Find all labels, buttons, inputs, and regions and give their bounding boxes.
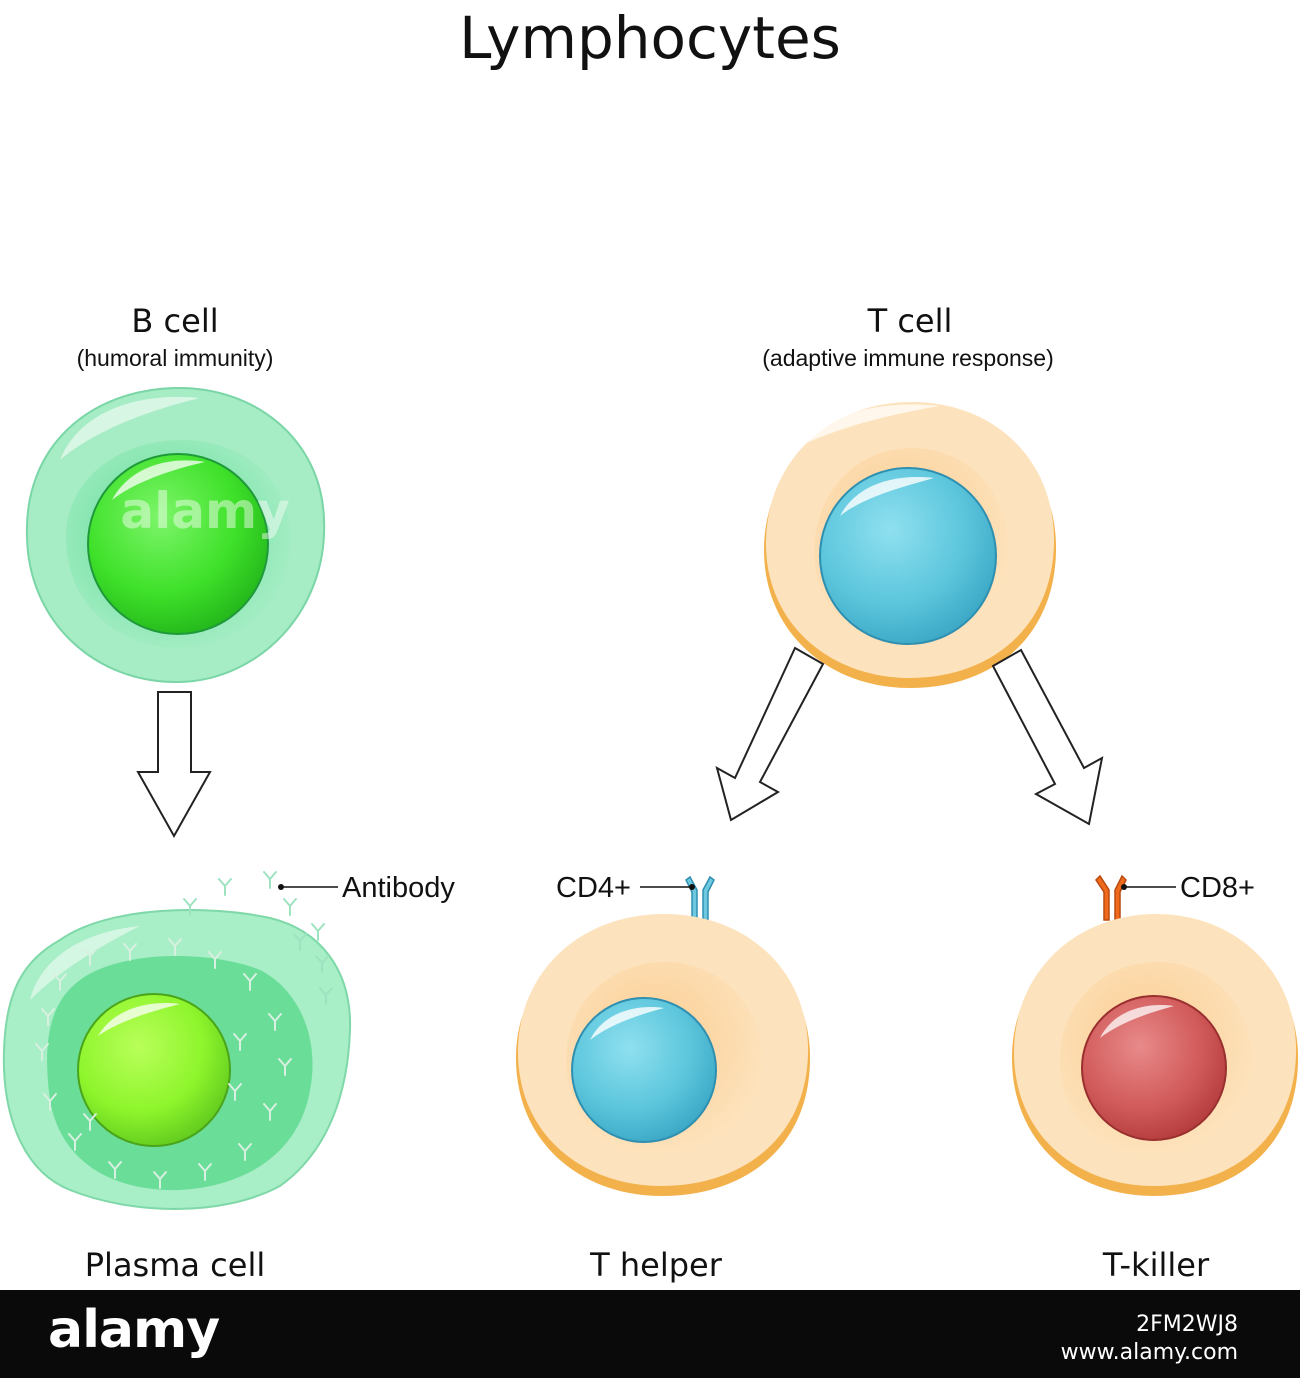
b-cell-to-plasma-arrow (136, 691, 212, 839)
b-cell (25, 386, 326, 684)
footer-url: www.alamy.com (1060, 1340, 1238, 1365)
t-cell-nucleus-shine (840, 477, 934, 516)
cd4-label: CD4+ (556, 872, 631, 904)
t-killer-nucleus-shine (1100, 1005, 1174, 1038)
t-helper-cell (516, 875, 811, 1196)
t-cell (764, 402, 1057, 688)
plasma-cell-nucleus (77, 993, 231, 1147)
footer-bar: alamy 2FM2WJ8 www.alamy.com (0, 1290, 1300, 1378)
b-cell-highlight (60, 396, 200, 460)
t-helper-label: T helper (589, 1246, 723, 1284)
t-cell-nucleus (819, 467, 997, 645)
footer-image-id: 2FM2WJ8 (1136, 1312, 1238, 1337)
cd8-label: CD8+ (1180, 872, 1255, 904)
plasma-cell (2, 871, 352, 1210)
t-killer-label: T-killer (1102, 1246, 1210, 1284)
t-killer-nucleus (1081, 995, 1227, 1141)
b-cell-nucleus-shine (112, 460, 205, 500)
watermark: alamy (120, 482, 289, 540)
b-cell-subtitle: (humoral immunity) (77, 345, 274, 371)
footer-logo: alamy (48, 1300, 220, 1360)
page-title: Lymphocytes (459, 4, 841, 72)
t-cell-highlight (800, 404, 940, 446)
t-helper-nucleus (571, 997, 717, 1143)
t-cell-label: T cell (867, 302, 953, 340)
plasma-cell-nucleus-shine (98, 1003, 180, 1036)
t-cell-subtitle: (adaptive immune response) (762, 345, 1053, 371)
t-cell-to-helper-arrow (715, 646, 825, 822)
t-killer-cell (1012, 874, 1299, 1196)
plasma-cell-label: Plasma cell (85, 1246, 265, 1284)
t-cell-to-killer-arrow (991, 648, 1104, 826)
cd8-receptor (1095, 874, 1127, 921)
plasma-cell-highlight (30, 926, 140, 1000)
cd4-receptor (685, 875, 715, 921)
t-helper-nucleus-shine (590, 1007, 664, 1040)
b-cell-label: B cell (131, 302, 218, 340)
lymphocytes-diagram: Lymphocytes B cell (humoral immunity) T … (2, 4, 1299, 1284)
antibody-label: Antibody (342, 872, 455, 904)
b-cell-nucleus (87, 453, 269, 635)
